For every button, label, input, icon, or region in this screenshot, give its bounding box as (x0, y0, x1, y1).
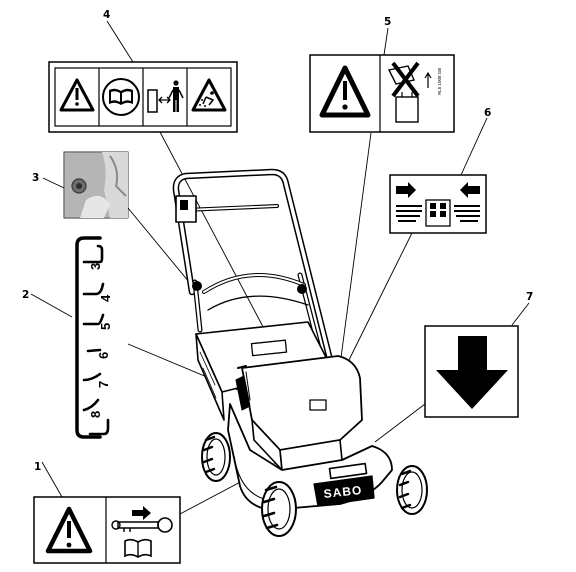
height-labels: 3 4 5 6 7 8 (88, 263, 113, 418)
leader-3 (42, 177, 65, 189)
leader-1 (41, 461, 63, 498)
height-setting-5: 5 (98, 323, 113, 330)
label-7 (424, 325, 519, 418)
warning-triangle-icon (59, 78, 95, 112)
height-setting-7: 7 (96, 381, 111, 388)
warning-triangle-icon (45, 506, 93, 554)
leader-5 (383, 27, 389, 56)
keep-distance-icon (147, 80, 184, 113)
thrown-objects-icon (191, 78, 227, 112)
callout-2: 2 (22, 289, 29, 301)
label-6 (389, 174, 487, 234)
label-4 (48, 61, 238, 133)
leader-7-mower (374, 403, 426, 443)
label-1 (33, 496, 181, 564)
height-setting-4: 4 (98, 294, 113, 302)
callout-1: 1 (34, 461, 41, 473)
leader-7 (511, 302, 530, 326)
leader-5-mower (339, 132, 372, 366)
front-left-wheel (261, 481, 297, 537)
label-5: RL5 1008 GB (309, 54, 455, 133)
label-5-code: RL5 1008 GB (437, 68, 442, 95)
leader-4 (106, 20, 134, 63)
label-2: 3 4 5 6 7 8 (75, 236, 113, 439)
lawn-mower (172, 168, 428, 537)
remove-key-icon (111, 506, 173, 533)
height-scale-frame (75, 236, 102, 439)
height-setting-8: 8 (88, 411, 103, 418)
callout-6: 6 (484, 107, 491, 119)
leader-3-mower (127, 207, 195, 289)
height-setting-3: 3 (88, 263, 103, 270)
manual-book-icon (124, 538, 152, 558)
height-notches (82, 244, 110, 436)
leader-6 (460, 117, 488, 176)
callout-3: 3 (32, 172, 39, 184)
brand-plate (313, 475, 375, 507)
leader-6-mower (342, 232, 413, 373)
callout-numbers: 1 2 3 4 5 6 7 (22, 9, 533, 473)
no-battery-icon (387, 61, 432, 123)
hands-clear-icon (396, 182, 480, 227)
leader-4-mower (159, 131, 271, 341)
handle-switch-box (175, 195, 197, 223)
manual-book-icon (102, 78, 140, 116)
front-right-wheel (396, 465, 428, 515)
callout-5: 5 (384, 16, 391, 28)
leader-2 (30, 293, 73, 318)
screw-icon (71, 178, 87, 194)
label-3 (63, 151, 129, 219)
rear-left-wheel (201, 432, 231, 482)
callout-4: 4 (103, 9, 110, 21)
callout-7: 7 (526, 291, 533, 303)
warning-triangle-icon (319, 65, 371, 118)
height-setting-6: 6 (96, 352, 111, 359)
down-arrow-icon (436, 336, 508, 409)
